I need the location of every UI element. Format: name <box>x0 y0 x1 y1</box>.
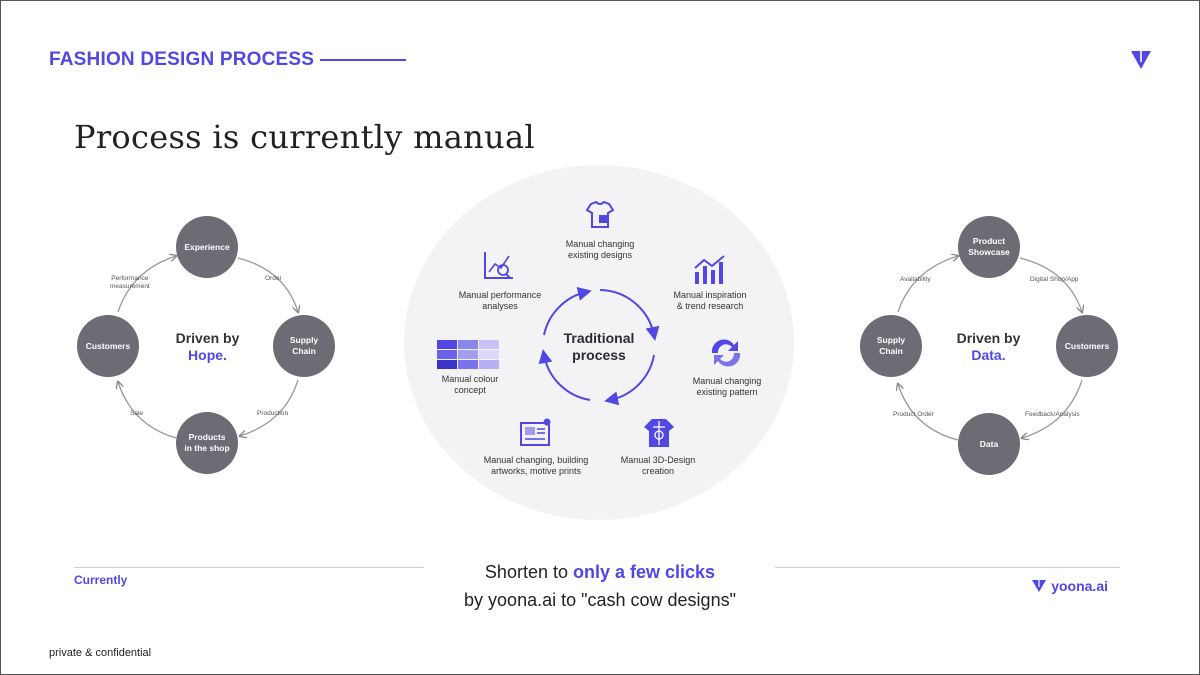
hub-core-arrows <box>538 287 660 406</box>
left-cycle-driver-label: Driven by Hope. <box>165 330 250 364</box>
right-cycle-driver-label: Driven by Data. <box>946 330 1031 364</box>
right-edge-feedback-analysis: Feedback/Analysis <box>1025 411 1080 418</box>
hub-core-text: Traditional process <box>563 330 635 363</box>
left-node-customers: Customers <box>77 315 139 377</box>
analysis-chart-icon <box>481 250 515 287</box>
hub-core-label: Traditional process <box>549 330 649 364</box>
right-driver-accent: Data. <box>971 347 1006 363</box>
right-cycle-arrows <box>840 200 1140 441</box>
left-edge-performance-measurement: Performance measurement <box>110 275 150 290</box>
headline: Process is currently manual <box>74 118 535 156</box>
left-cycle-arrows <box>60 200 360 439</box>
tagline-line1: Shorten to only a few clicks <box>400 558 800 586</box>
footer-rule-left <box>74 567 424 568</box>
confidential-note: private & confidential <box>49 647 152 659</box>
colour-swatch-icon <box>437 340 501 375</box>
left-edge-sale: Sale <box>130 410 144 417</box>
yoona-logo-icon <box>1032 580 1047 592</box>
right-node-data: Data <box>958 413 1020 475</box>
activity-label-changing-pattern: Manual changing existing pattern <box>692 376 762 397</box>
activity-label-3d-design: Manual 3D-Design creation <box>620 455 696 476</box>
tagline: Shorten to only a few clicks by yoona.ai… <box>400 558 800 614</box>
activity-label-colour-concept: Manual colour concept <box>441 374 499 395</box>
right-edge-product-order: Product Order <box>893 411 934 418</box>
3d-garment-icon <box>642 417 676 454</box>
activity-label-artworks-prints: Manual changing, building artworks, moti… <box>483 455 589 476</box>
tagline-prefix: Shorten to <box>484 562 568 582</box>
brand-name: yoona.ai <box>1051 578 1108 594</box>
section-header: FASHION DESIGN PROCESS <box>49 49 407 71</box>
tagline-highlight: only a few clicks <box>573 562 716 582</box>
left-edge-production: Production <box>257 410 289 417</box>
left-node-products-in-shop: Products in the shop <box>176 412 238 474</box>
corner-logo-icon <box>1130 50 1152 75</box>
right-edge-digital-shop: Digital Shop/App <box>1030 276 1079 283</box>
activity-label-changing-designs: Manual changing existing designs <box>565 239 635 260</box>
brand-logo: yoona.ai <box>1031 578 1108 594</box>
right-node-supply-chain: Supply Chain <box>860 315 922 377</box>
right-driver-line: Driven by <box>956 330 1021 346</box>
artwork-icon <box>519 417 553 454</box>
bar-chart-icon <box>692 254 728 291</box>
tagline-line2: by yoona.ai to "cash cow designs" <box>464 590 736 610</box>
left-node-experience: Experience <box>176 216 238 278</box>
left-driver-line: Driven by <box>175 330 240 346</box>
activity-label-inspiration-trend: Manual inspiration & trend research <box>673 290 747 311</box>
currently-label: Currently <box>74 573 128 587</box>
tshirt-edit-icon <box>583 200 617 235</box>
activity-label-performance-analyses: Manual performance analyses <box>458 290 542 311</box>
left-node-supply-chain: Supply Chain <box>273 315 335 377</box>
section-title: FASHION DESIGN PROCESS <box>49 49 315 70</box>
right-node-customers: Customers <box>1056 315 1118 377</box>
footer-rule-right <box>775 567 1120 568</box>
left-edge-order: Order <box>265 275 282 282</box>
refresh-icon <box>706 337 746 374</box>
section-title-underline <box>320 59 407 61</box>
left-driver-accent: Hope. <box>188 347 227 363</box>
right-edge-availability: Availability <box>900 276 931 283</box>
right-node-product-showcase: Product Showcase <box>958 216 1020 278</box>
